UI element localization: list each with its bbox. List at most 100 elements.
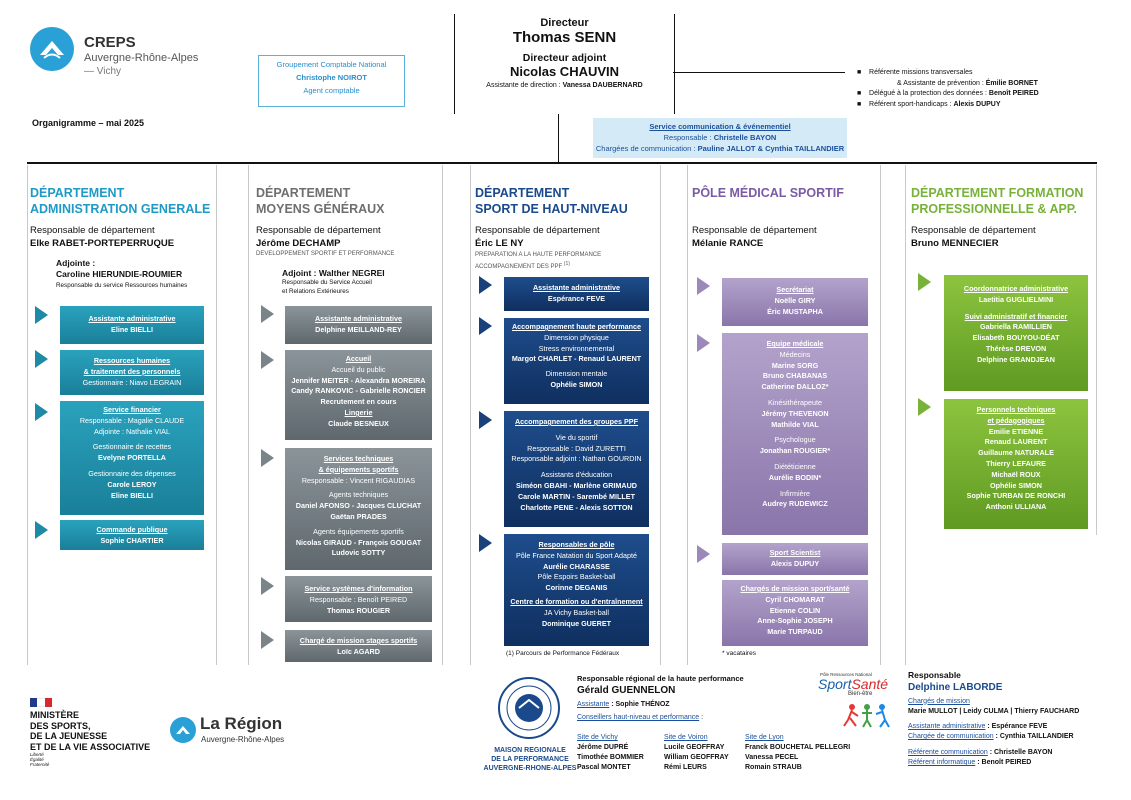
sport-hp-box: Accompagnement haute performance Dimensi… (504, 318, 649, 404)
arrow-icon (697, 277, 710, 295)
arrow-icon (697, 545, 710, 563)
org-title: Organigramme – mai 2025 (32, 118, 145, 128)
column-divider (880, 165, 881, 665)
arrow-icon (35, 403, 48, 421)
director-name: Thomas SENN (512, 29, 617, 46)
referents-list: ■ Référente missions transversales & Ass… (857, 69, 1039, 108)
moyens-accueil-box: Accueil Accueil du public Jennifer MEITE… (285, 350, 432, 440)
arrow-icon (479, 276, 492, 294)
column-divider (905, 165, 906, 665)
hp-block: Responsable régional de la haute perform… (577, 674, 744, 721)
column-divider (27, 165, 28, 665)
creps-region: Auvergne-Rhône-Alpes (84, 52, 199, 64)
arrow-icon (479, 411, 492, 429)
region-logo-icon (170, 717, 196, 743)
dept-admin-deputy: Adjointe : Caroline HIERUNDIE-ROUMIER Re… (56, 258, 188, 289)
region-sub: Auvergne-Rhône-Alpes (201, 735, 285, 744)
deputy-name: Nicolas CHAUVIN (509, 64, 620, 79)
medical-equipe-box: Equipe médicale Médecins Marine SORG Bru… (722, 333, 868, 535)
header-divider (27, 162, 1097, 164)
region-name: La Région (200, 714, 283, 733)
medical-footnote: * vacataires (722, 650, 756, 657)
moyens-techniques-box: Services techniques & équipements sporti… (285, 448, 432, 570)
dept-moyens-role: DEVELOPPEMENT SPORTIF ET PERFORMANCE (256, 251, 395, 257)
communication-box: Service communication & événementiel Res… (593, 118, 847, 158)
director-box: Directeur Thomas SENN Directeur adjoint … (454, 14, 675, 114)
dept-medical-title: PÔLE MÉDICAL SPORTIF (692, 186, 844, 200)
deputy-label: Directeur adjoint (522, 52, 607, 64)
director-label: Directeur (540, 17, 589, 29)
french-flag-icon (30, 698, 52, 707)
connector-line (673, 72, 845, 73)
arrow-icon (35, 306, 48, 324)
arrow-icon (261, 577, 274, 595)
arrow-icon (918, 273, 931, 291)
admin-finance-box: Service financier Responsable : Magalie … (60, 401, 204, 515)
arrow-icon (261, 351, 274, 369)
arrow-icon (918, 398, 931, 416)
gcn-name: Christophe NOIROT (296, 73, 367, 82)
column-divider (470, 165, 471, 665)
column-divider (1096, 165, 1097, 535)
laborde-block: Responsable Delphine LABORDE Chargés de … (908, 670, 1080, 766)
arrow-icon (697, 334, 710, 352)
assistant-name: Vanessa DAUBERNARD (562, 82, 643, 89)
admin-rh-box: Ressources humaines& traitement des pers… (60, 350, 204, 395)
connector-line (558, 114, 559, 162)
formation-admin-box: Coordonnatrice administrative Laetitia G… (944, 275, 1088, 391)
dept-moyens-deputy: Adjoint : Walther NEGREI Responsable du … (282, 268, 385, 295)
arrow-icon (261, 449, 274, 467)
column-divider (687, 165, 688, 665)
sport-sante-logo: Pôle Ressources National SportSanté Bien… (818, 672, 898, 732)
medical-sante-box: Chargés de mission sport/santé Cyril CHO… (722, 580, 868, 646)
formation-personnel-box: Personnels techniques et pédagogiques Em… (944, 399, 1088, 529)
sport-ppf-box: Accompagnement des groupes PPF Vie du sp… (504, 411, 649, 527)
arrow-icon (479, 317, 492, 335)
maison-seal-icon (497, 676, 561, 740)
creps-name: CREPS (84, 34, 136, 51)
gcn-box: Groupement Comptable National Christophe… (258, 55, 405, 107)
assistant-prefix: Assistante de direction : (486, 82, 563, 89)
column-divider (660, 165, 661, 665)
arrow-icon (261, 631, 274, 649)
column-divider (442, 165, 443, 665)
arrow-icon (261, 305, 274, 323)
sport-poles-box: Responsables de pôle Pôle France Natatio… (504, 534, 649, 646)
gcn-role: Agent comptable (303, 86, 360, 95)
arrow-icon (35, 521, 48, 539)
column-divider (248, 165, 249, 665)
arrow-icon (35, 350, 48, 368)
arrow-icon (479, 534, 492, 552)
creps-city: — Vichy (84, 66, 122, 77)
column-divider (216, 165, 217, 665)
communication-title: Service communication & événementiel (649, 122, 791, 131)
sport-footnote: (1) Parcours de Performance Fédéraux (506, 650, 620, 657)
athletes-icon (843, 704, 890, 728)
gcn-title: Groupement Comptable National (276, 60, 387, 69)
creps-logo-icon (30, 27, 74, 71)
